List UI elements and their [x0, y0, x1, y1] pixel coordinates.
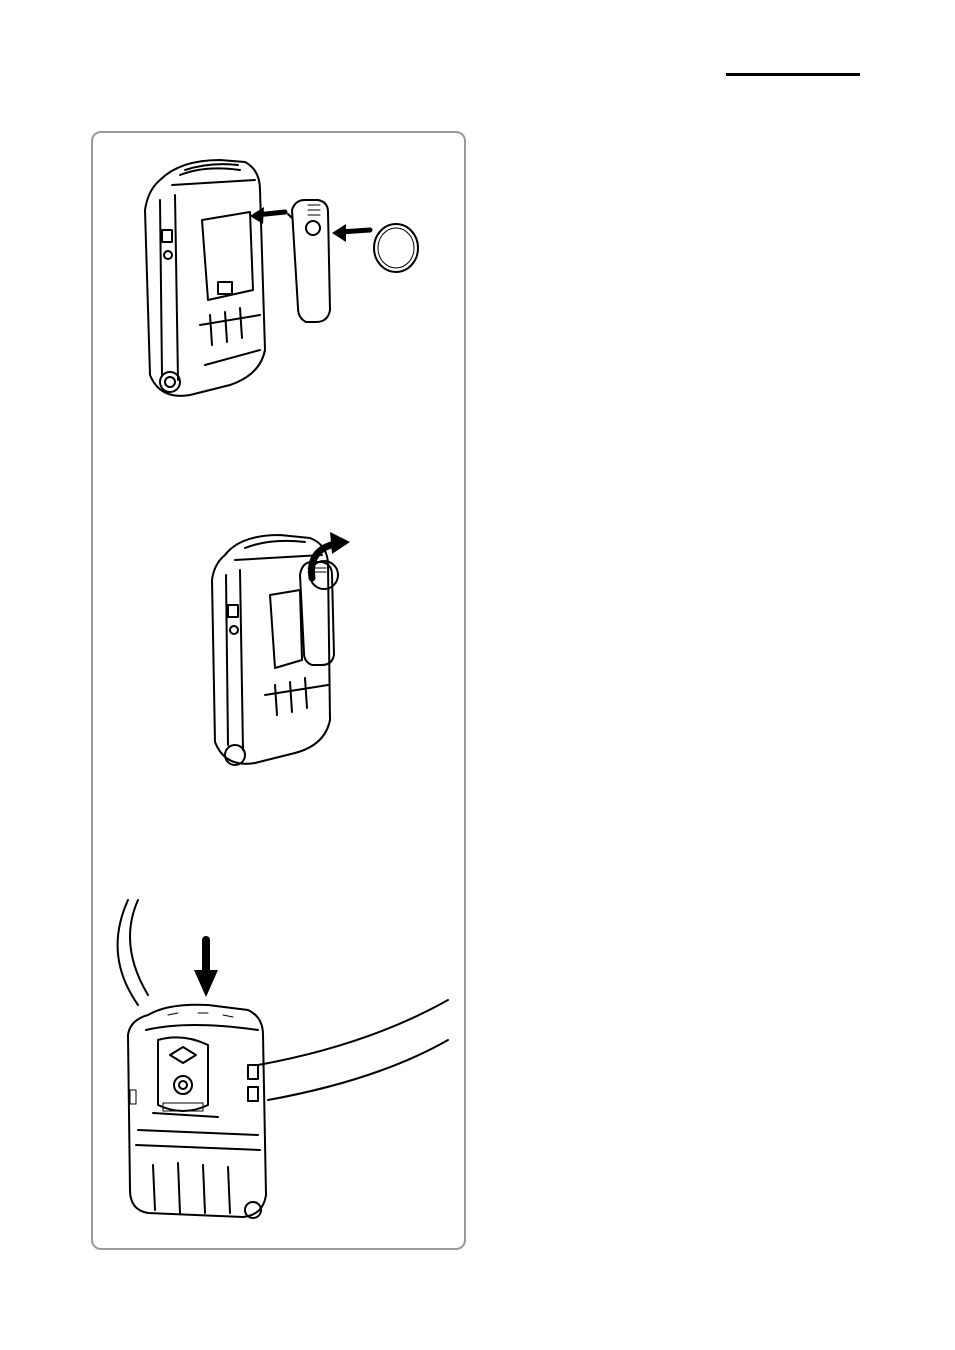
printer-clip-rotate-icon	[200, 520, 360, 770]
printer-on-belt-icon	[108, 895, 453, 1225]
header-rule	[726, 73, 860, 76]
printer-belt-clip-coin-icon	[120, 150, 430, 405]
